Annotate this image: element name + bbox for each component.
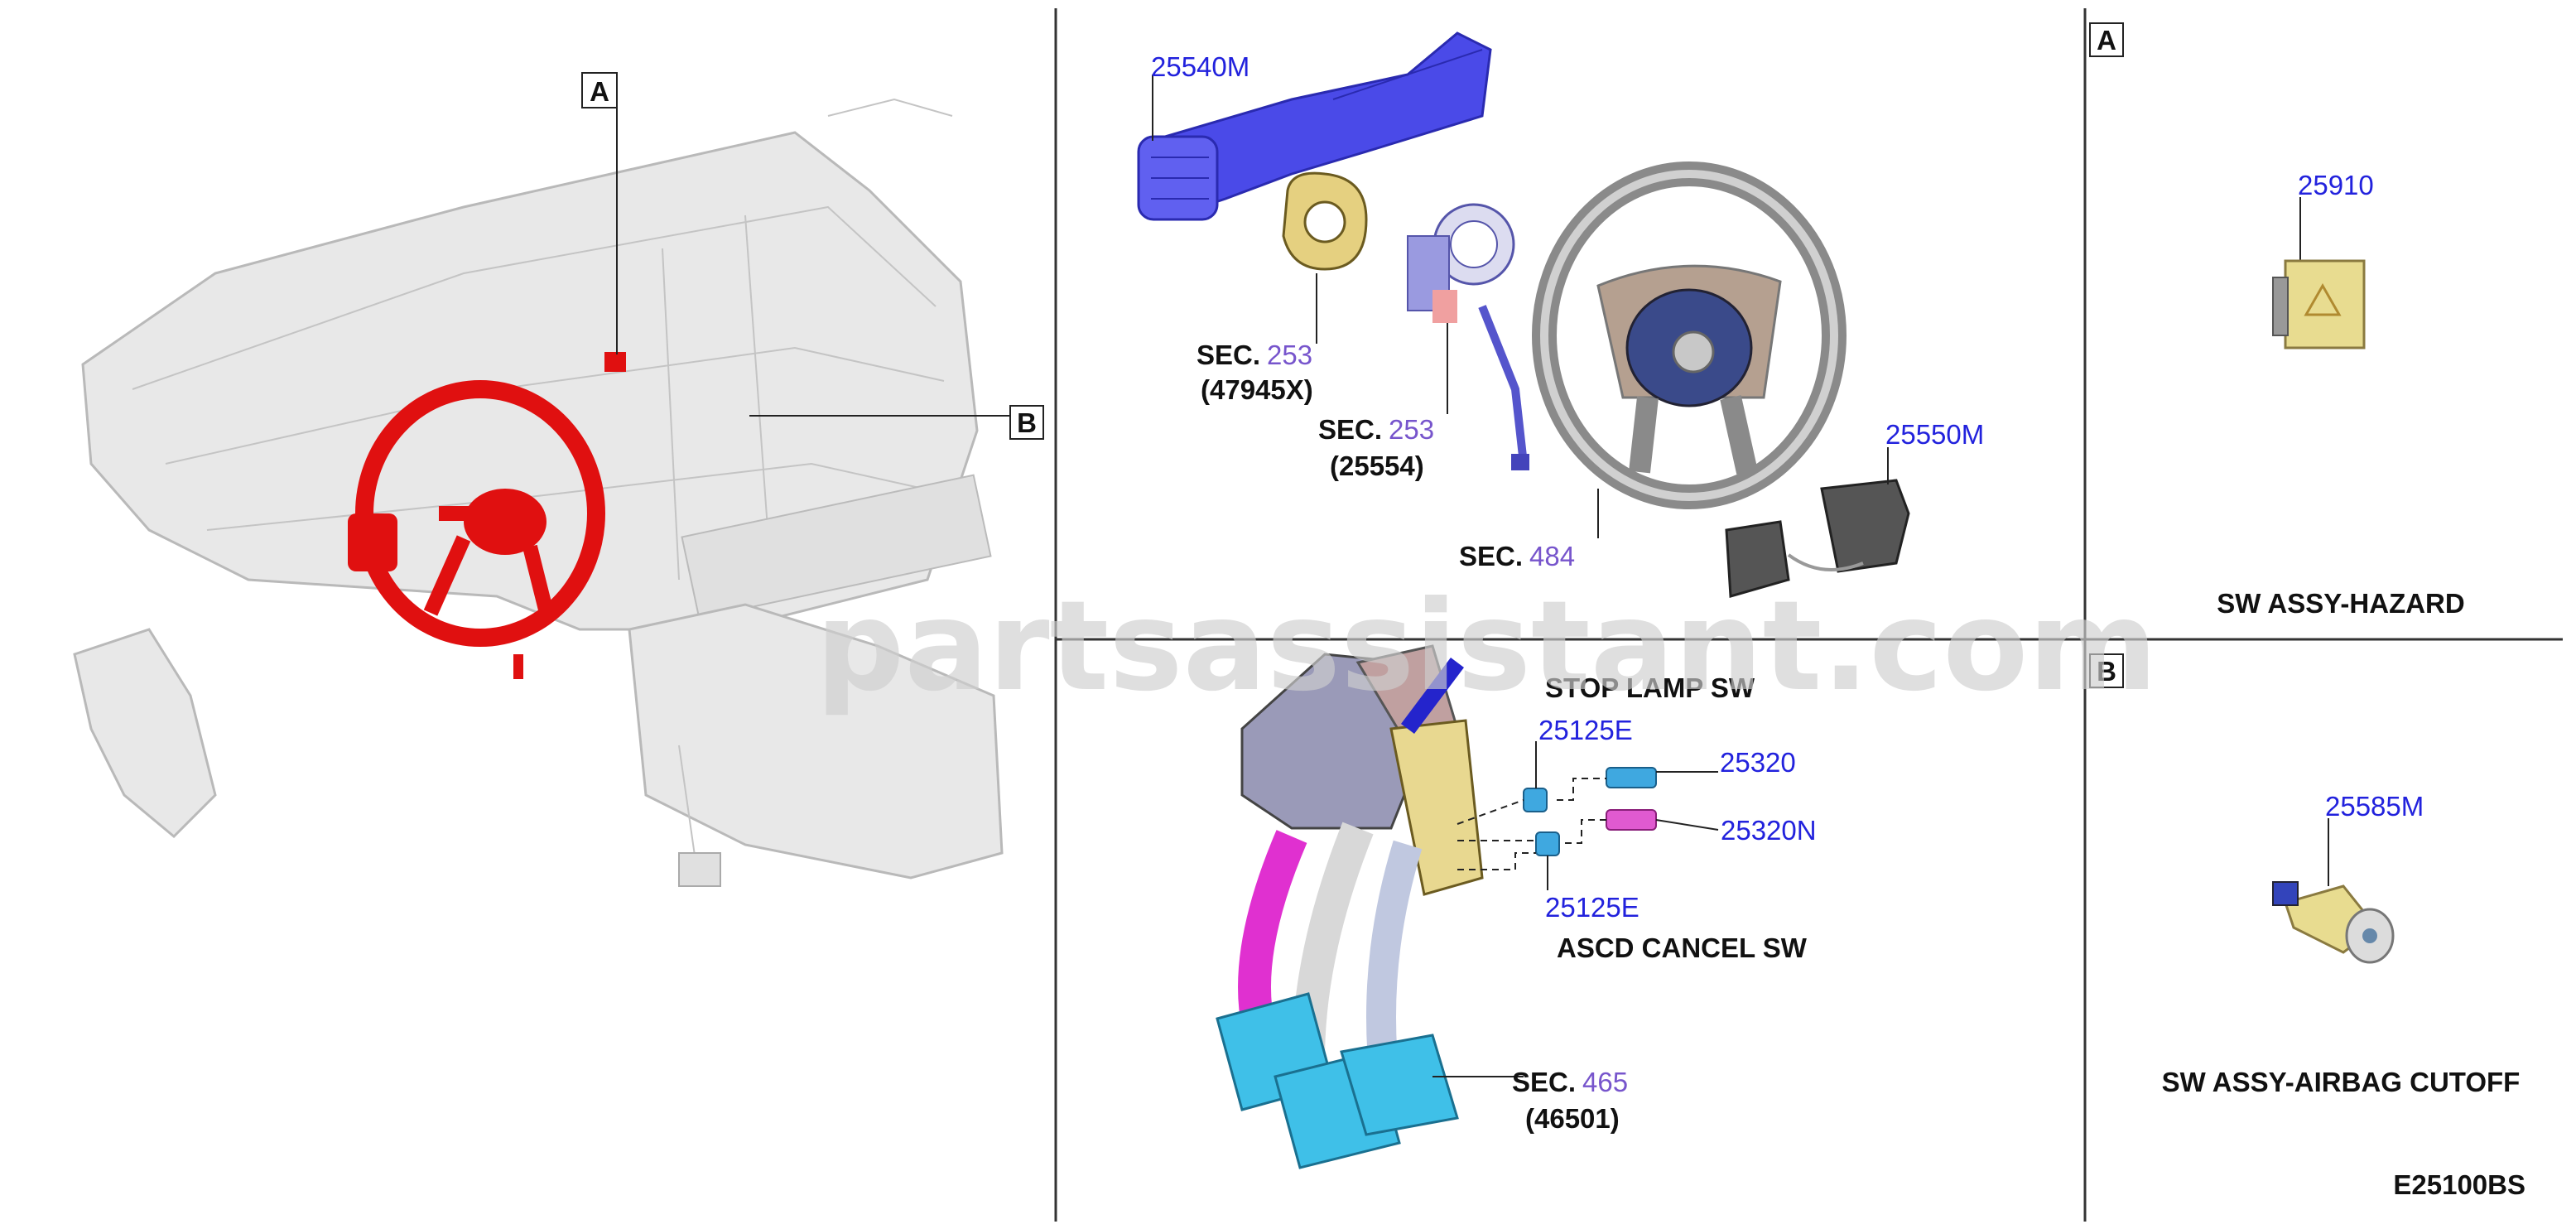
part-label-25550m: 25550M [1885, 419, 1984, 450]
part-label-25125e-top: 25125E [1538, 715, 1633, 745]
ascd-cancel-title: ASCD CANCEL SW [1557, 933, 1808, 963]
spiral-cable-illustration [1407, 203, 1529, 470]
pedal-assembly-illustration [1216, 644, 1484, 1169]
watermark: partsassistant.com [816, 575, 2158, 719]
sec465-prefix: SEC. [1512, 1067, 1576, 1097]
svg-text:SEC.465: SEC.465 [1512, 1067, 1628, 1097]
svg-text:SEC.253: SEC.253 [1318, 414, 1434, 445]
sec253b-prefix: SEC. [1318, 414, 1382, 445]
panel-b-letter: B [2097, 656, 2116, 687]
steering-wheel-illustration [1532, 161, 1847, 509]
sec253b-sub: (25554) [1330, 451, 1424, 481]
panel-a-letter: A [2097, 25, 2116, 55]
sec484-prefix: SEC. [1459, 541, 1523, 571]
sec465-number[interactable]: 465 [1582, 1067, 1628, 1097]
callout-a-label: A [590, 76, 609, 107]
steering-angle-sensor-illustration [1282, 171, 1368, 271]
hazard-switch-name: SW ASSY-HAZARD [2217, 588, 2464, 619]
part-label-25320: 25320 [1720, 747, 1796, 778]
callout-b-label: B [1017, 407, 1037, 438]
panel-b-badge [2089, 653, 2124, 688]
sec484-number[interactable]: 484 [1529, 541, 1575, 571]
sec253a-number[interactable]: 253 [1267, 340, 1312, 370]
dashboard-overview-illustration [73, 98, 1010, 887]
part-label-25540m: 25540M [1151, 51, 1249, 82]
airbag-cutoff-switch-name: SW ASSY-AIRBAG CUTOFF [2162, 1067, 2521, 1097]
sec253a-sub: (47945X) [1201, 374, 1313, 405]
diagram-code: E25100BS [2393, 1169, 2525, 1200]
svg-text:SEC.253: SEC.253 [1197, 340, 1312, 370]
callout-b-box [1009, 405, 1044, 440]
airbag-cutoff-switch-illustration [2272, 881, 2395, 964]
part-label-25585m: 25585M [2325, 791, 2424, 822]
svg-text:SEC.484: SEC.484 [1459, 541, 1575, 571]
panel-a-badge [2089, 22, 2124, 57]
stop-lamp-switch-illustration [1523, 767, 1657, 856]
sec465-sub: (46501) [1525, 1103, 1620, 1134]
steering-switch-illustration [1725, 479, 1910, 598]
part-label-25125e-bottom: 25125E [1545, 892, 1639, 923]
combination-switch-illustration [1137, 31, 1492, 221]
stop-lamp-title: STOP LAMP SW [1545, 672, 1755, 703]
sec253a-prefix: SEC. [1197, 340, 1260, 370]
part-label-25910: 25910 [2298, 170, 2374, 200]
callout-a-box [581, 72, 618, 108]
panel-dividers [1054, 8, 2563, 1222]
hazard-switch-illustration [2272, 259, 2366, 349]
part-label-25320n: 25320N [1721, 815, 1817, 846]
sec253b-number[interactable]: 253 [1389, 414, 1434, 445]
